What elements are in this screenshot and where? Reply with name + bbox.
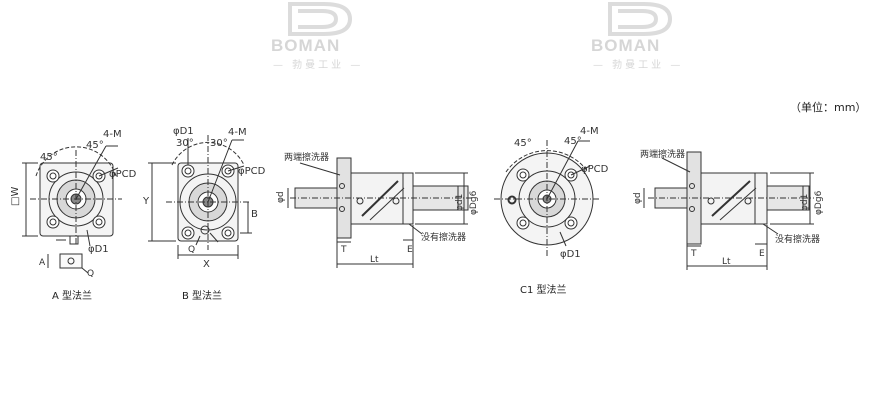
label-a-pcd: φPCD xyxy=(109,169,137,180)
label-b-angle2: 30° xyxy=(210,138,228,149)
label-side2-t: T xyxy=(690,249,697,259)
label-b-pcd: φPCD xyxy=(238,166,266,177)
label-side2-lt: Lt xyxy=(722,257,731,267)
label-b-q: Q xyxy=(188,245,195,255)
label-c1-holes: 4-M xyxy=(580,126,599,137)
watermark-logo-icon-left xyxy=(288,2,353,36)
watermark-brand-left: BOMAN xyxy=(271,36,341,55)
label-b-y: Y xyxy=(142,196,150,207)
label-side2-d: φd xyxy=(633,192,643,204)
label-side1-lt: Lt xyxy=(370,255,379,265)
label-c1-d1: φD1 xyxy=(560,249,581,260)
label-side2-dg6: φDg6 xyxy=(814,190,824,215)
label-b-d1: φD1 xyxy=(173,126,194,137)
label-a-a: A xyxy=(39,258,46,268)
label-side1-t: T xyxy=(340,245,347,255)
label-b-holes: 4-M xyxy=(228,127,247,138)
watermark-logo-icon-right xyxy=(608,2,673,36)
label-side1-wiper: 两端擦洗器 xyxy=(284,151,329,163)
label-a-q: Q xyxy=(87,269,94,279)
caption-c1: C1 型法兰 xyxy=(520,285,567,296)
label-side1-e: E xyxy=(407,245,413,255)
label-side2-e: E xyxy=(759,249,765,259)
watermark-subtitle-left: — 勃曼工业 — xyxy=(273,60,364,71)
label-b-x: X xyxy=(203,259,210,270)
label-side2-wiper: 两端擦洗器 xyxy=(640,148,685,160)
label-side1-d1: φd1 xyxy=(455,194,465,211)
caption-a: A 型法兰 xyxy=(52,291,93,302)
watermark-subtitle-right: — 勃曼工业 — xyxy=(593,60,684,71)
label-side2-no-wiper: 没有擦洗器 xyxy=(775,233,820,245)
label-a-d1: φD1 xyxy=(88,244,109,255)
label-side1-dg6: φDg6 xyxy=(469,190,479,215)
watermark-brand-right: BOMAN xyxy=(591,36,661,55)
unit-note: （单位：mm） xyxy=(790,101,867,114)
label-c1-pcd: φPCD xyxy=(581,164,609,175)
label-a-angle2: 45° xyxy=(86,140,104,151)
label-b-b: B xyxy=(251,209,258,220)
label-a-width: □W xyxy=(10,187,21,206)
label-b-angle1: 30° xyxy=(176,138,194,149)
label-side2-d1: φd1 xyxy=(800,194,810,211)
label-side1-no-wiper: 没有擦洗器 xyxy=(421,231,466,243)
label-a-holes: 4-M xyxy=(103,129,122,140)
label-a-angle1: 45° xyxy=(40,152,58,163)
label-c1-angle1: 45° xyxy=(514,138,532,149)
label-c1-angle2: 45° xyxy=(564,136,582,147)
caption-b: B 型法兰 xyxy=(182,291,223,302)
label-side1-d: φd xyxy=(276,191,286,203)
